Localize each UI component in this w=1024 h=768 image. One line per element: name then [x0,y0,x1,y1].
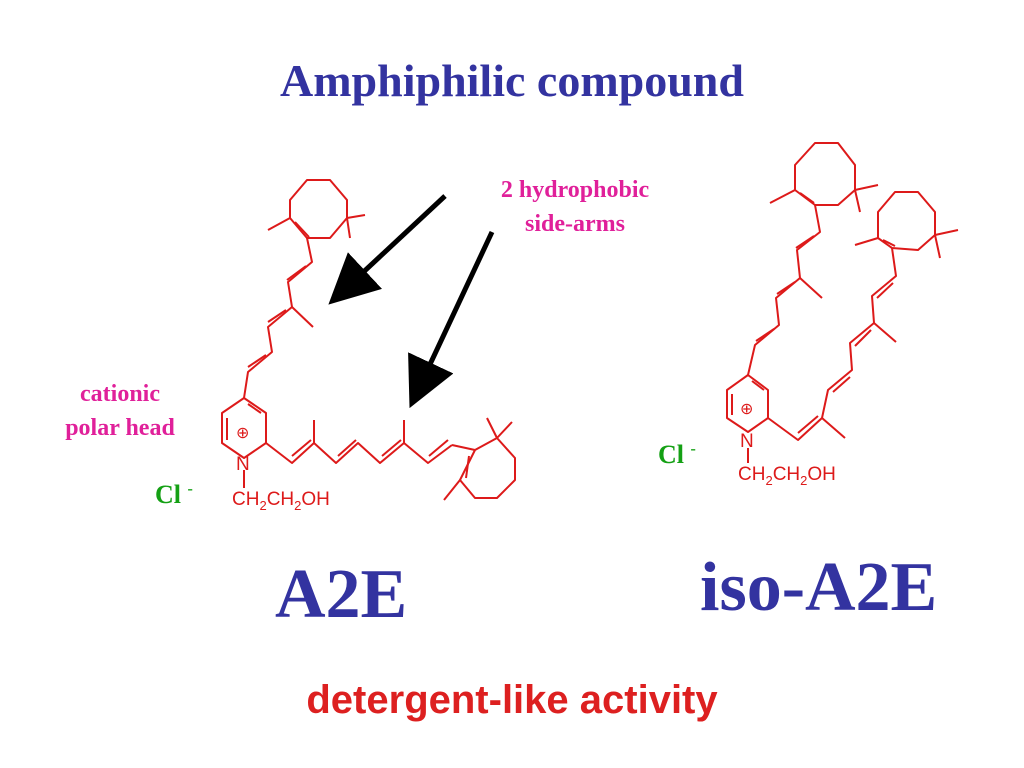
slide-title: Amphiphilic compound [280,55,744,106]
side-arms-line-1: 2 hydrophobic [500,177,650,203]
polar-head-annotation: cationic polar head [30,377,210,445]
a2e-structure [221,179,516,501]
a2e-counterion-charge: - [187,480,193,498]
a2e-ring-lower [451,437,516,499]
iso-a2e-counterion-charge: - [690,440,696,458]
footer-text: detergent-like activity [306,678,718,722]
a2e-substituent: CH2CH2OH [232,489,330,513]
a2e-arm-lower [265,442,453,464]
iso-a2e-counterion: Cl - [658,440,696,470]
side-arms-line-2: side-arms [525,211,625,237]
a2e-structure-labels: ⊕ N CH2CH2OH [232,425,330,513]
polar-head-line-2: polar head [65,415,175,441]
a2e-nitrogen-label: N [236,454,250,475]
iso-arm-upper [747,204,821,376]
iso-pyridinium-ring [726,374,769,433]
iso-a2e-label: iso-A2E [700,549,938,626]
a2e-pyridinium-ring [221,397,267,459]
a2e-counterion: Cl - [155,480,193,510]
iso-a2e-plus-symbol: ⊕ [740,401,753,418]
arrow-lower [408,230,495,409]
iso-a2e-substituent: CH2CH2OH [738,464,836,488]
iso-a2e-nitrogen-label: N [740,431,754,452]
iso-a2e-structure [726,142,959,463]
iso-ring-right [877,191,936,251]
arrow-upper [328,194,447,305]
iso-a2e-structure-labels: ⊕ N CH2CH2OH [738,401,836,488]
a2e-arm-upper [243,237,313,399]
a2e-ring-top [289,179,348,239]
iso-ring-top [794,142,856,206]
arrows [328,194,495,409]
side-arms-annotation: 2 hydrophobic side-arms [450,173,700,241]
iso-arm-lower [767,247,897,441]
iso-a2e-counterion-label: Cl [658,440,684,469]
a2e-label: A2E [275,556,408,633]
a2e-plus-symbol: ⊕ [236,425,249,442]
a2e-counterion-label: Cl [155,480,181,509]
polar-head-line-1: cationic [80,381,160,407]
